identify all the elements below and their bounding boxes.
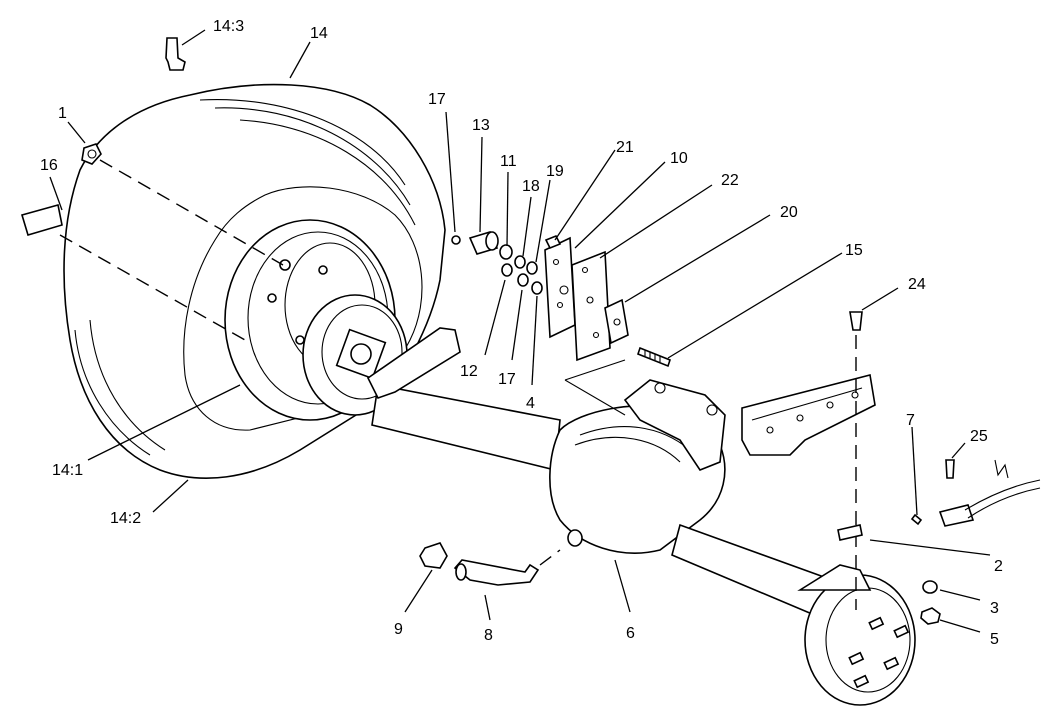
valve-stem-part	[165, 37, 186, 71]
callout-7: 7	[906, 412, 915, 429]
decal-part	[20, 203, 63, 236]
callout-11: 11	[500, 153, 517, 170]
callout-17a: 17	[428, 91, 446, 108]
callout-22: 22	[721, 172, 739, 189]
callout-6: 6	[626, 625, 635, 642]
mounting-plates	[544, 236, 629, 362]
callout-21: 21	[616, 139, 634, 156]
callout-24: 24	[908, 276, 926, 293]
callout-3: 3	[990, 600, 999, 617]
callout-4: 4	[526, 395, 535, 412]
explode-line	[539, 549, 561, 566]
callout-25: 25	[970, 428, 988, 445]
callout-8: 8	[484, 627, 493, 644]
grease-fitting-part	[419, 542, 448, 569]
callout-14-3: 14:3	[213, 18, 244, 35]
rear-axle	[366, 327, 916, 706]
callout-15: 15	[845, 242, 863, 259]
callout-13: 13	[472, 117, 490, 134]
wheel-studs	[848, 616, 910, 689]
callout-9: 9	[394, 621, 403, 638]
leader-lines	[49, 29, 991, 633]
callout-14-1: 14:1	[52, 462, 83, 479]
lug-nut-part	[81, 143, 102, 165]
callout-19: 19	[546, 163, 564, 180]
callout-labels: 14:3 14 1 16 17 13 11 18 19 21 10 22 20 …	[40, 18, 1003, 648]
callout-12: 12	[460, 363, 478, 380]
pipe-part	[453, 559, 540, 586]
callout-5: 5	[990, 631, 999, 648]
callout-18: 18	[522, 178, 540, 195]
callout-20: 20	[780, 204, 798, 221]
hub-hardware-stack	[451, 231, 543, 295]
callout-14: 14	[310, 25, 328, 42]
callout-10: 10	[670, 150, 688, 167]
callout-1: 1	[58, 105, 67, 122]
callout-16: 16	[40, 157, 58, 174]
explode-line	[99, 159, 284, 266]
mounting-bracket	[741, 374, 876, 456]
callout-14-2: 14:2	[110, 510, 141, 527]
callout-2: 2	[994, 558, 1003, 575]
bolt-15-part	[637, 346, 671, 368]
rim-bolt-hole	[279, 259, 291, 271]
tire-assembly	[63, 83, 446, 479]
explode-line	[59, 234, 246, 341]
callout-17b: 17	[498, 371, 516, 388]
